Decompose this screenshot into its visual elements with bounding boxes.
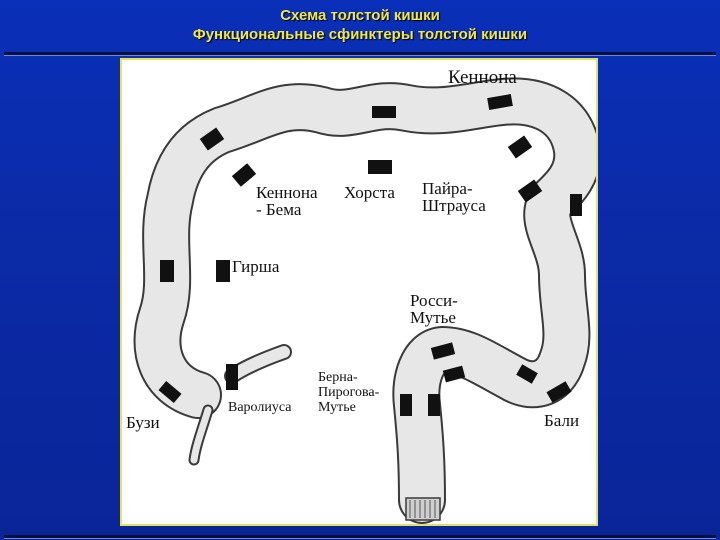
sphincter-cannon (487, 94, 513, 110)
label-cannon: Кеннона (448, 67, 517, 88)
sphincter-bern-pirogov-outer (400, 394, 412, 416)
label-bern-pirogov-moutier: Берна- Пирогова- Мутье (318, 370, 380, 416)
title-line-2: Функциональные сфинктеры толстой кишки (192, 26, 528, 43)
title-line-1: Схема толстой кишки (280, 7, 440, 24)
sphincter-cannon-boehm (199, 127, 225, 151)
sphincter-descending (570, 194, 582, 216)
colon-diagram (133, 77, 596, 524)
appendix (188, 404, 214, 466)
sphincter-hirsch-outer (160, 260, 174, 282)
sphincter-bali (546, 381, 572, 403)
label-hirsch: Гирша (232, 257, 280, 276)
sphincter-rossi-moutier-inner (442, 365, 466, 383)
colon-diagram-panel: Кеннона Кеннона - Бема Хорста Пайра- Штр… (120, 58, 598, 526)
colon-tube (133, 77, 596, 524)
sphincter-cannon-boehm-inner (231, 163, 257, 187)
sphincter-horst-outer (372, 106, 396, 118)
bottom-divider (4, 535, 716, 538)
sphincter-horst-inner (368, 160, 392, 174)
sphincter-payr-strauss-inner (517, 179, 543, 203)
ileum (224, 344, 292, 384)
label-cannon-boehm: Кеннона - Бема (256, 183, 318, 219)
top-divider (4, 52, 716, 55)
sphincter-varolius (226, 364, 238, 390)
label-rossi-moutier: Росси- Мутье (410, 291, 458, 327)
anal-canal (405, 497, 441, 521)
sphincter-hirsch-inner (216, 260, 230, 282)
label-payr-strauss: Пайра- Штрауса (422, 179, 486, 215)
sphincter-sigmoid (516, 364, 538, 384)
sphincter-payr-strauss-outer (507, 135, 533, 159)
label-bali: Бали (544, 411, 580, 430)
label-horst: Хорста (344, 183, 395, 202)
sphincter-rossi-moutier (430, 342, 456, 360)
sphincter-busi (158, 380, 182, 404)
sphincter-bern-pirogov-inner (428, 394, 440, 416)
slide-title: Схема толстой кишки Функциональные сфинк… (0, 6, 720, 44)
label-busi: Бузи (126, 413, 160, 432)
label-varolius: Варолиуса (228, 400, 292, 415)
sphincter-markers (158, 94, 582, 416)
